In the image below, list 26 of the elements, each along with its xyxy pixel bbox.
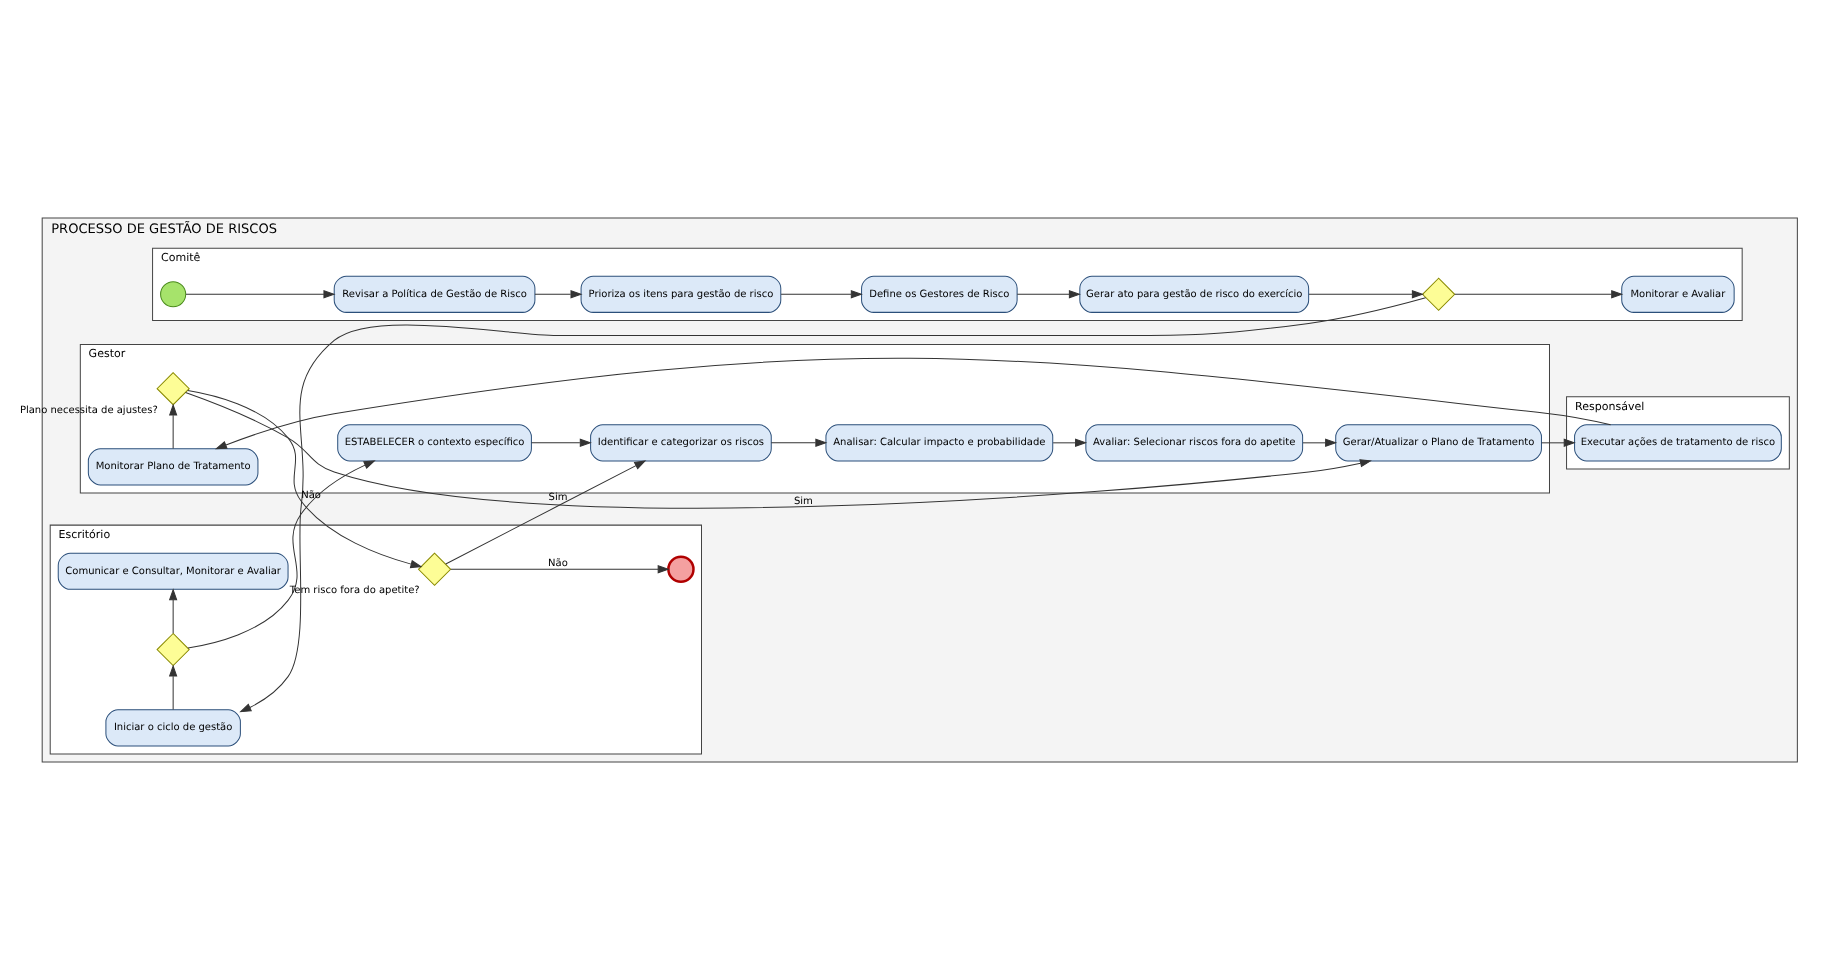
- arrow: [534, 289, 582, 298]
- arrow: [169, 588, 178, 633]
- arrow: [530, 437, 591, 446]
- node-diamond: [156, 371, 190, 405]
- arrow: [185, 289, 335, 298]
- arrow: [1454, 289, 1623, 298]
- node-diamond: [418, 551, 452, 585]
- node-circle: [667, 554, 695, 583]
- arrow: [1302, 437, 1337, 446]
- arrow: [1016, 289, 1080, 298]
- arrow: [185, 391, 1371, 508]
- node-circle: [160, 280, 187, 307]
- arrow: [169, 664, 178, 709]
- node-diamond: [156, 632, 190, 666]
- arrow: [780, 289, 862, 298]
- arrow: [240, 296, 1427, 712]
- arrow: [1308, 289, 1423, 298]
- arrow: [187, 388, 422, 568]
- arrow: [770, 437, 827, 446]
- arrow: [450, 564, 669, 573]
- arrow: [169, 403, 178, 449]
- arrow: [1541, 437, 1575, 446]
- node-diamond: [1422, 276, 1456, 310]
- arrow: [1052, 437, 1087, 446]
- arrow: [187, 459, 375, 648]
- arrow: [445, 459, 646, 564]
